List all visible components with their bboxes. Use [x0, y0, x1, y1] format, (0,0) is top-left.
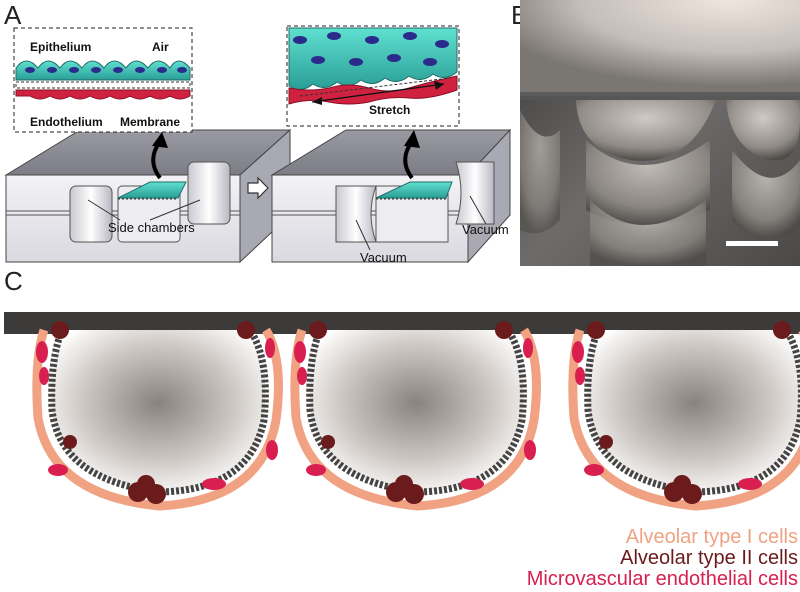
inset-left — [13, 27, 193, 133]
panel-a-diagram — [4, 25, 512, 264]
alveoli-illustration-c — [4, 312, 800, 511]
inset-right — [286, 25, 460, 127]
legend-type1-label: Alveolar type I cells — [625, 526, 798, 548]
legend-endothelial: Microvascular endothelial cells — [527, 568, 798, 591]
label-vacuum-right: Vacuum — [462, 222, 509, 237]
label-side-chambers: Side chambers — [108, 220, 195, 235]
micrograph-b — [520, 0, 800, 266]
label-stretch: Stretch — [369, 103, 411, 117]
label-air: Air — [152, 40, 169, 54]
panel-label-c: C — [4, 266, 23, 296]
label-membrane: Membrane — [120, 115, 181, 129]
device-left — [4, 128, 292, 264]
scale-bar — [726, 241, 778, 246]
panel-label-a: A — [4, 0, 22, 30]
legend-type2-label: Alveolar type II cells — [620, 547, 798, 569]
label-vacuum-left: Vacuum — [360, 250, 407, 265]
label-epithelium: Epithelium — [30, 40, 92, 54]
device-right — [270, 128, 512, 264]
legend-type2: Alveolar type II cells — [620, 547, 798, 570]
legend-endothelial-label: Microvascular endothelial cells — [526, 568, 798, 590]
legend-type1: Alveolar type I cells — [626, 526, 798, 549]
label-endothelium: Endothelium — [30, 115, 103, 129]
